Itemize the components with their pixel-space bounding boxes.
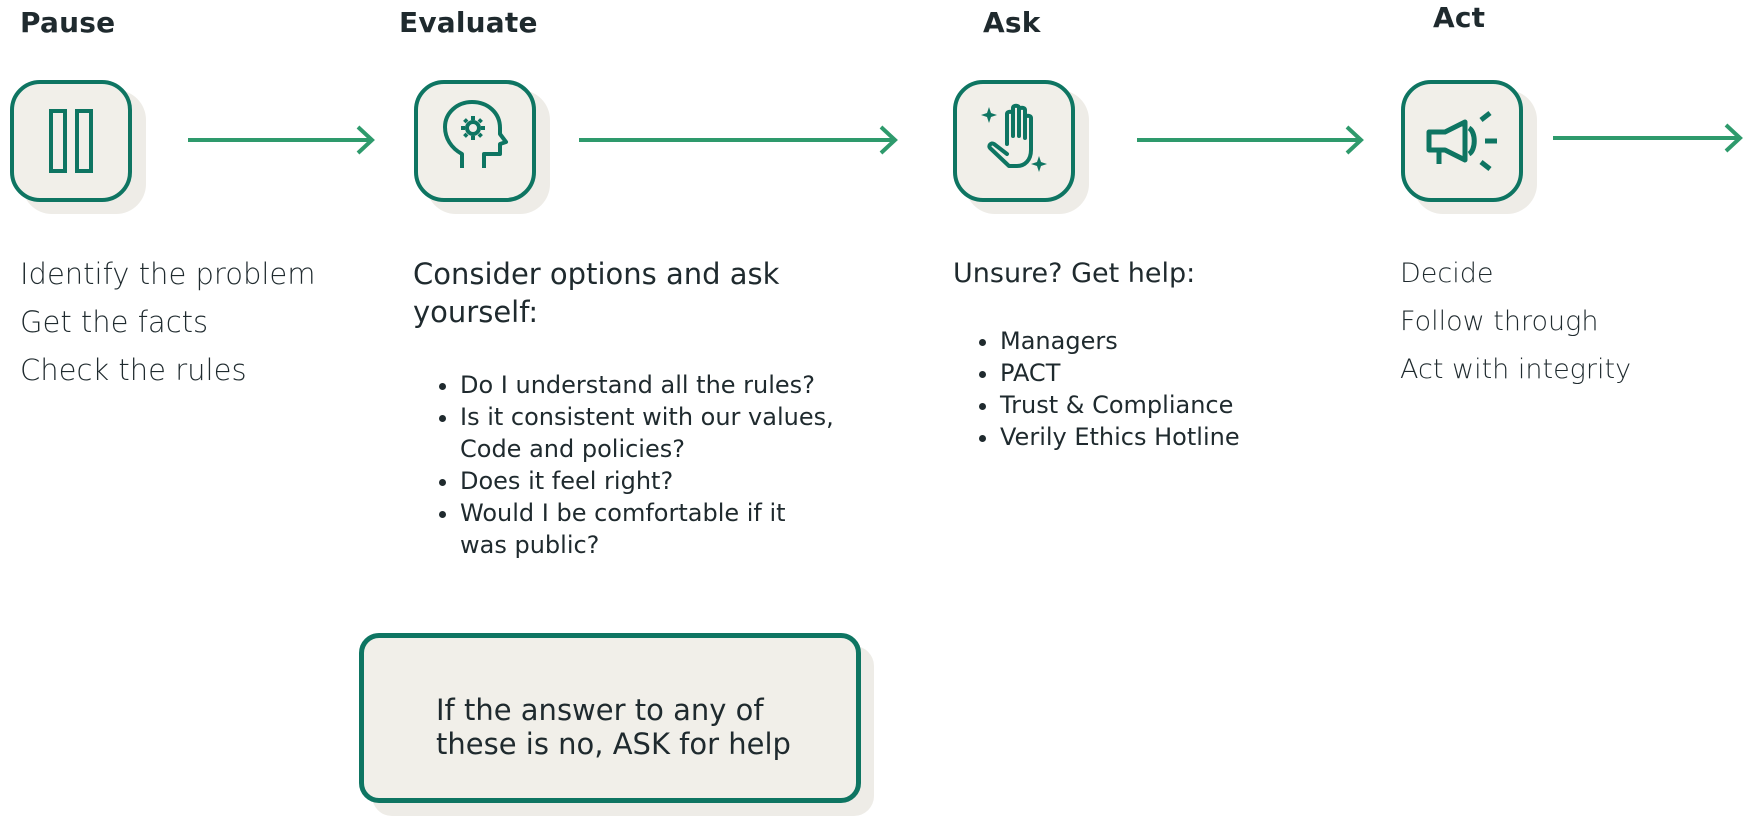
pause-line: Identify the problem [20, 257, 316, 291]
pause-line: Check the rules [20, 353, 247, 387]
act-line: Act with integrity [1400, 354, 1632, 385]
evaluate-bullet: Do I understand all the rules? [460, 369, 900, 401]
note-text: If the answer to any of these is no, ASK… [436, 693, 791, 761]
act-lines: Decide Follow through Act with integrity [1400, 250, 1631, 394]
arrow-evaluate-to-ask [579, 125, 899, 156]
ask-bullet: Verily Ethics Hotline [1000, 421, 1420, 453]
evaluate-bullet: Is it consistent with our values, Code a… [460, 401, 850, 465]
evaluate-tile [414, 80, 554, 220]
step-title-act: Act [1433, 1, 1486, 34]
ask-for-help-note: If the answer to any of these is no, ASK… [359, 633, 861, 803]
ask-lead: Unsure? Get help: [953, 258, 1196, 289]
step-title-pause: Pause [20, 6, 116, 39]
ask-tile [953, 80, 1093, 220]
pause-lines: Identify the problem Get the facts Check… [20, 250, 316, 394]
evaluate-lead: Consider options and ask yourself: [413, 257, 780, 329]
pause-tile [10, 80, 150, 220]
act-tile [1401, 80, 1541, 220]
ask-bullet: Managers [1000, 325, 1420, 357]
evaluate-bullets: Do I understand all the rules? Is it con… [413, 369, 900, 561]
ask-bullet: PACT [1000, 357, 1420, 389]
step-title-evaluate: Evaluate [399, 6, 538, 39]
arrow-ask-to-act [1137, 125, 1367, 156]
pause-line: Get the facts [20, 305, 209, 339]
act-line: Decide [1400, 258, 1494, 289]
evaluate-bullet: Would I be comfortable if it was public? [460, 497, 790, 561]
ask-bullets: Managers PACT Trust & Compliance Verily … [953, 325, 1420, 453]
arrow-pause-to-evaluate [188, 125, 378, 156]
ask-bullet: Trust & Compliance [1000, 389, 1420, 421]
act-line: Follow through [1400, 306, 1599, 337]
evaluate-bullet: Does it feel right? [460, 465, 900, 497]
step-title-ask: Ask [983, 6, 1041, 39]
arrow-act-next [1553, 123, 1745, 154]
